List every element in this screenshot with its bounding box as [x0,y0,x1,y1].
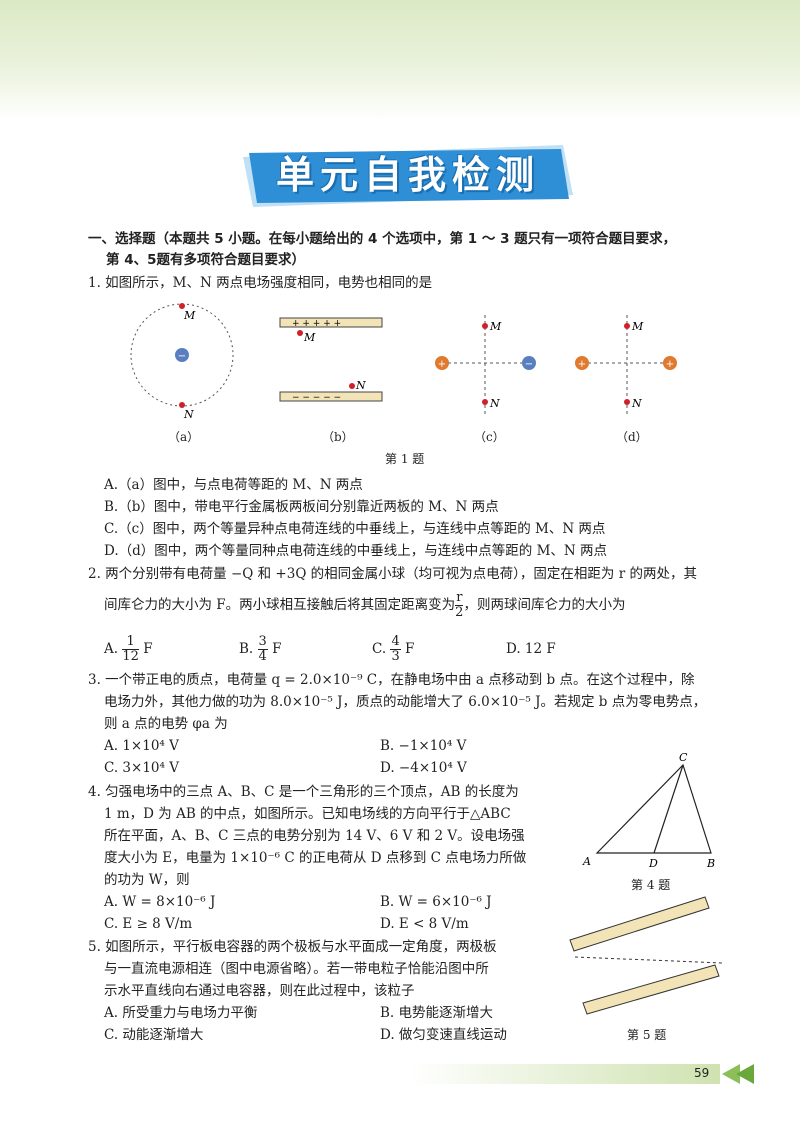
q3-option-d: D. −4×10⁴ V [380,760,467,776]
svg-text:−: − [178,351,186,362]
q4-triangle-figure: A B C D [582,751,715,870]
fig-label-a: （a） [168,430,200,444]
svg-text:N: N [489,397,500,410]
svg-text:M: M [183,309,196,322]
q3-option-c: C. 3×10⁴ V [104,760,179,776]
svg-text:N: N [631,397,642,410]
svg-text:B: B [706,857,715,870]
fig-label-d: （d） [616,430,648,444]
q5-option-b: B. 电势能逐渐增大 [380,1005,494,1021]
q1-option-c: C.（c）图中，两个等量异种点电荷连线的中垂线上，与连线中点等距的 M、N 两点 [104,521,606,537]
positive-charge-icon [575,356,589,370]
q5-option-d: D. 做匀变速直线运动 [380,1027,507,1043]
q3-option-b: B. −1×10⁴ V [380,738,467,754]
q1-option-a: A.（a）图中，与点电荷等距的 M、N 两点 [104,477,363,493]
section-heading-2: 第 4、5题有多项符合题目要求） [106,252,305,268]
fig-label-c: （c） [474,430,505,444]
q1-figures: − M N + + + + + − − − − − M N + − M N + … [130,303,677,421]
negative-charge-icon [522,356,536,370]
q5-capacitor-figure [569,896,724,1015]
page-title: 单元自我检测 [275,153,540,197]
svg-text:M: M [489,320,502,333]
q4-option-c: C. E ≥ 8 V/m [104,916,193,932]
q5-caption: 第 5 题 [627,1028,667,1042]
svg-text:N: N [183,408,194,421]
q4-line1: 4. 匀强电场中的三点 A、B、C 是一个三角形的三个顶点，AB 的长度为 [88,784,519,800]
svg-text:D: D [648,857,658,870]
q5-option-c: C. 动能逐渐增大 [104,1027,204,1043]
q4-line2: 1 m，D 为 AB 的中点，如图所示。已知电场线的方向平行于△ABC [104,806,511,822]
q2-option-d: D. 12 F [506,641,556,657]
svg-text:+: + [578,359,586,370]
svg-text:+: + [666,359,674,370]
positive-charge-icon [663,356,677,370]
q3-line1: 3. 一个带正电的质点，电荷量 q = 2.0×10⁻⁹ C，在静电场中由 a … [88,672,695,688]
q4-line5: 的功为 W，则 [104,872,190,888]
footer-bar [410,1064,754,1084]
section-heading: 一、选择题（本题共 5 小题。在每小题给出的 4 个选项中，第 1 ～ 3 题只… [88,231,677,247]
q1-option-d: D.（d）图中，两个等量同种点电荷连线的中垂线上，与连线中点等距的 M、N 两点 [104,543,607,559]
svg-text:N: N [355,379,366,392]
page-number: 59 [694,1066,710,1080]
svg-text:+: + [438,359,446,370]
q3-line2: 电场力外，其他力做的功为 8.0×10⁻⁵ J，质点的动能增大了 6.0×10⁻… [104,694,707,710]
q4-line4: 度大小为 E，电量为 1×10⁻⁶ C 的正电荷从 D 点移到 C 点电场力所做 [104,850,527,866]
svg-text:− − − − −: − − − − − [292,393,341,403]
q5-line3: 示水平直线向右通过电容器，则在此过程中，该粒子 [104,983,415,999]
q4-option-b: B. W = 6×10⁻⁶ J [380,894,492,910]
q4-option-d: D. E < 8 V/m [380,916,469,932]
q3-line3: 则 a 点的电势 φa 为 [104,716,228,732]
negative-charge-icon [175,348,189,362]
q1-option-b: B.（b）图中，带电平行金属板两板间分别靠近两板的 M、N 两点 [104,499,499,515]
header-band [0,0,800,120]
q1-stem: 1. 如图所示，M、N 两点电场强度相同，电势也相同的是 [88,275,433,291]
svg-text:M: M [631,320,644,333]
q1-caption: 第 1 题 [385,452,425,466]
fig-label-b: （b） [322,430,354,444]
q5-line1: 5. 如图所示，平行板电容器的两个极板与水平面成一定角度，两极板 [88,939,497,955]
svg-text:M: M [303,331,316,344]
svg-text:A: A [582,855,591,868]
q5-option-a: A. 所受重力与电场力平衡 [104,1005,258,1021]
q2-line1: 2. 两个分别带有电荷量 −Q 和 +3Q 的相同金属小球（均可视为点电荷），固… [88,566,697,582]
svg-text:−: − [525,359,533,370]
q3-option-a: A. 1×10⁴ V [104,738,179,754]
svg-text:+ + + + +: + + + + + [292,319,341,329]
q4-caption: 第 4 题 [631,878,671,892]
q5-line2: 与一直流电源相连（图中电源省略）。若一带电粒子恰能沿图中所 [104,961,489,977]
positive-charge-icon [435,356,449,370]
q4-option-a: A. W = 8×10⁻⁶ J [104,894,216,910]
svg-text:C: C [679,751,688,764]
q4-line3: 所在平面，A、B、C 三点的电势分别为 14 V、6 V 和 2 V。设电场强 [104,828,525,844]
title-banner [243,145,573,207]
